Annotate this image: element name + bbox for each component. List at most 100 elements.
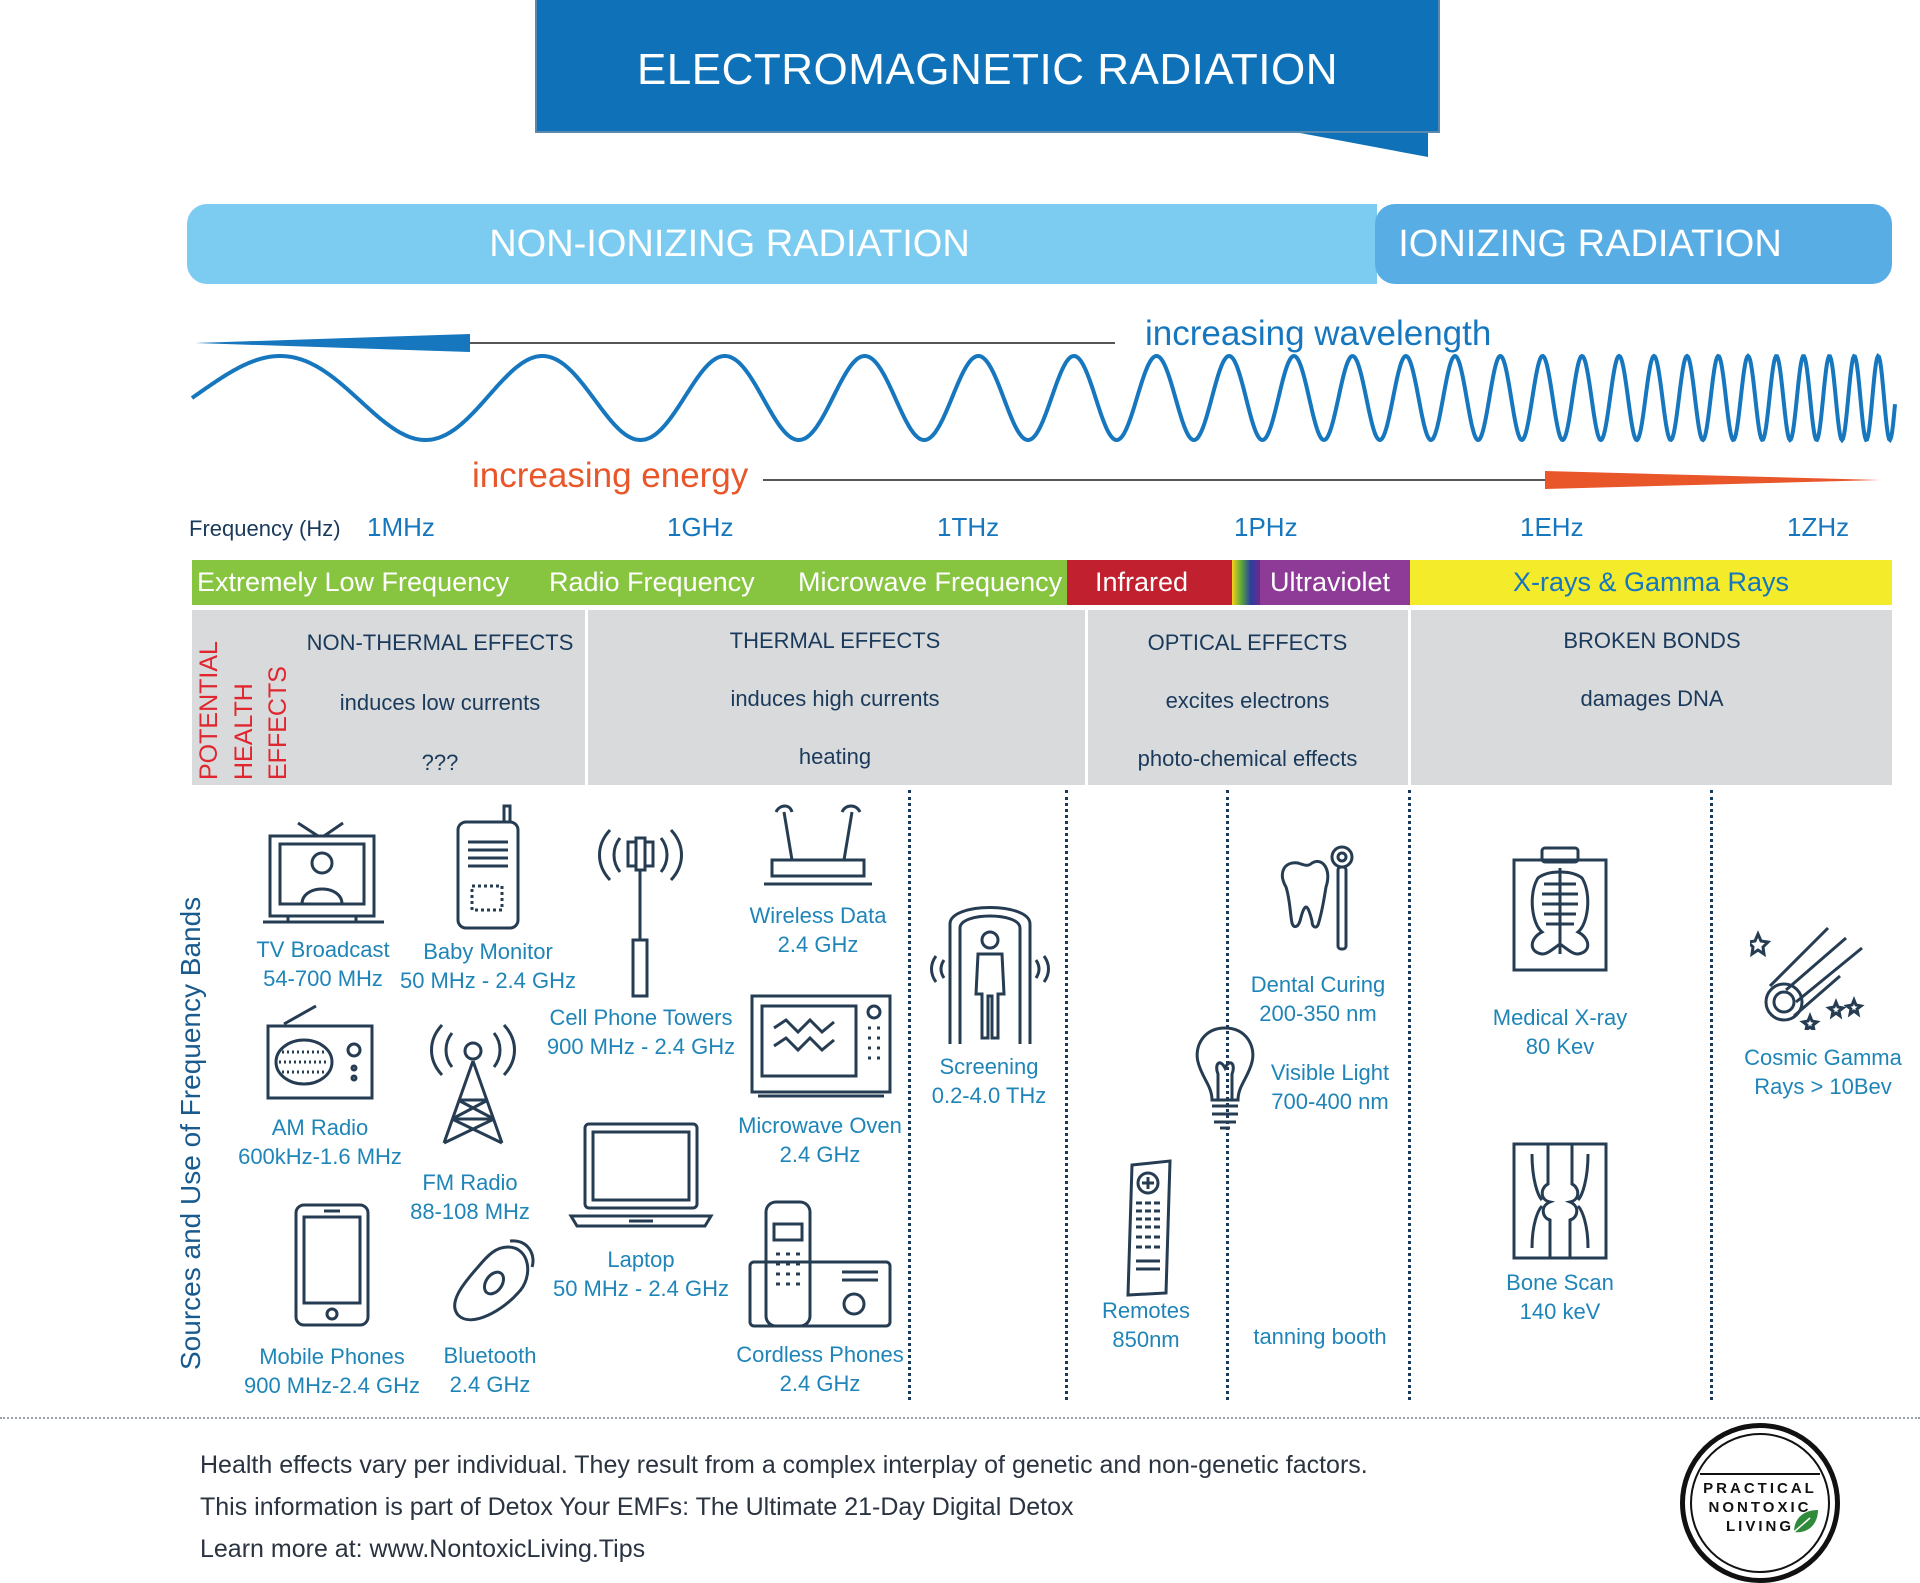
source-name: Visible Light <box>1270 1060 1390 1085</box>
ionizing-label: IONIZING RADIATION <box>1398 223 1782 265</box>
health-label-line-1: POTENTIAL <box>195 641 223 780</box>
source-range: 54-700 MHz <box>263 966 383 991</box>
effect-line: damages DNA <box>1580 686 1724 711</box>
dental-tooth-icon <box>1281 845 1354 951</box>
source-name: Mobile Phones <box>259 1344 405 1369</box>
effect-line: excites electrons <box>1165 688 1330 713</box>
source-name: Bone Scan <box>1506 1270 1614 1295</box>
cosmic-gamma-icon <box>1750 926 1865 1030</box>
medical-xray-icon <box>1512 846 1608 972</box>
effect-line: ??? <box>421 750 459 775</box>
effect-heading-optical: OPTICAL EFFECTS <box>1147 630 1348 655</box>
source-range: 900 MHz - 2.4 GHz <box>546 1034 736 1059</box>
source-remotes: Remotes 850nm <box>1086 1296 1206 1354</box>
source-cosmic-gamma: Cosmic Gamma Rays > 10Bev <box>1730 1043 1916 1101</box>
tv-icon <box>263 821 384 924</box>
source-name: Cordless Phones <box>736 1342 904 1367</box>
dotted-divider <box>1710 790 1713 1400</box>
microwave-icon <box>750 994 892 1098</box>
footer-line-1: Health effects vary per individual. They… <box>200 1451 1368 1479</box>
health-label: POTENTIAL HEALTH EFFECTS <box>195 641 292 780</box>
light-bulb-icon <box>1195 1026 1255 1130</box>
bone-scan-icon <box>1512 1142 1608 1260</box>
mobile-phone-icon <box>294 1203 370 1327</box>
source-medical-xray: Medical X-ray 80 Kev <box>1480 1003 1640 1061</box>
dotted-divider <box>1065 790 1068 1400</box>
effect-heading-nonthermal: NON-THERMAL EFFECTS <box>306 630 574 655</box>
source-name: Laptop <box>607 1247 675 1272</box>
wave-line <box>190 352 1897 444</box>
source-range: 0.2-4.0 THz <box>931 1083 1047 1108</box>
title-banner <box>535 0 1440 133</box>
logo-text-line-3: LIVING <box>1725 1518 1794 1535</box>
source-name: tanning booth <box>1253 1324 1387 1349</box>
effect-line: heating <box>798 744 872 769</box>
source-name: Wireless Data <box>749 903 887 928</box>
health-label-line-3: EFFECTS <box>264 666 292 780</box>
band-mw-label: Microwave Frequency <box>798 567 1063 597</box>
source-wireless-data: Wireless Data 2.4 GHz <box>738 901 898 959</box>
band-xray-gamma: X-rays & Gamma Rays <box>1410 560 1892 605</box>
ionizing-bar <box>1375 204 1892 284</box>
footer-separator <box>0 1417 1920 1419</box>
source-name: Cosmic Gamma <box>1744 1045 1902 1070</box>
dotted-divider <box>908 790 911 1400</box>
cordless-phone-icon <box>748 1200 892 1328</box>
effect-line: induces high currents <box>730 686 940 711</box>
source-name: TV Broadcast <box>256 937 390 962</box>
title-banner-tail <box>1300 133 1428 157</box>
non-ionizing-label: NON-IONIZING RADIATION <box>489 223 970 265</box>
source-microwave-oven: Microwave Oven 2.4 GHz <box>728 1111 912 1169</box>
source-range: 50 MHz - 2.4 GHz <box>552 1276 730 1301</box>
dotted-divider <box>1226 790 1229 1400</box>
source-fm-radio: FM Radio 88-108 MHz <box>395 1168 545 1226</box>
wave-diagram <box>190 334 1897 489</box>
bluetooth-earpiece-icon <box>453 1239 535 1322</box>
source-name: Screening <box>939 1054 1039 1079</box>
source-name: Medical X-ray <box>1492 1005 1628 1030</box>
cell-tower-icon <box>598 828 683 998</box>
logo-rule <box>1700 1473 1820 1475</box>
freq-tick-1phz: 1PHz <box>1234 512 1298 542</box>
baby-monitor-icon <box>456 804 520 930</box>
health-label-line-2: HEALTH <box>230 683 258 780</box>
remote-control-icon <box>1126 1159 1172 1297</box>
frequency-title: Frequency (Hz) <box>189 516 341 541</box>
energy-label: increasing energy <box>472 456 749 495</box>
band-rf-label: Radio Frequency <box>549 567 755 597</box>
source-range: 600kHz-1.6 MHz <box>238 1144 402 1169</box>
source-name: Microwave Oven <box>738 1113 902 1138</box>
logo <box>1680 1423 1840 1583</box>
source-range: 80 Kev <box>1525 1034 1595 1059</box>
source-baby-monitor: Baby Monitor 50 MHz - 2.4 GHz <box>398 937 578 995</box>
source-range: 140 keV <box>1519 1299 1601 1324</box>
effects-divider <box>1408 610 1411 785</box>
source-tv: TV Broadcast 54-700 MHz <box>243 935 403 993</box>
am-radio-icon <box>266 1004 374 1100</box>
logo-text-line-2: NONTOXIC <box>1708 1499 1812 1516</box>
source-range: 700-400 nm <box>1271 1089 1389 1114</box>
dotted-divider <box>1408 790 1411 1400</box>
freq-tick-1thz: 1THz <box>937 512 1000 542</box>
source-bone-scan: Bone Scan 140 keV <box>1480 1268 1640 1326</box>
source-cordless-phones: Cordless Phones 2.4 GHz <box>728 1340 912 1398</box>
sources-label: Sources and Use of Frequency Bands <box>175 896 206 1370</box>
source-range: 900 MHz-2.4 GHz <box>243 1373 421 1398</box>
freq-tick-1ehz: 1EHz <box>1520 512 1584 542</box>
source-range: 2.4 GHz <box>449 1372 531 1397</box>
source-name: FM Radio <box>422 1170 518 1195</box>
source-mobile-phones: Mobile Phones 900 MHz-2.4 GHz <box>232 1342 432 1400</box>
source-dental-curing: Dental Curing 200-350 nm <box>1236 970 1400 1028</box>
source-name: Bluetooth <box>443 1343 537 1368</box>
source-screening: Screening 0.2-4.0 THz <box>920 1052 1058 1110</box>
source-range: 50 MHz - 2.4 GHz <box>399 968 577 993</box>
source-am-radio: AM Radio 600kHz-1.6 MHz <box>228 1113 412 1171</box>
fm-tower-icon <box>430 1023 516 1145</box>
health-effects-panel <box>192 610 1892 785</box>
body-scanner-icon <box>930 906 1050 1044</box>
source-range: 2.4 GHz <box>779 1142 861 1167</box>
effect-heading-broken-bonds: BROKEN BONDS <box>1563 628 1741 653</box>
footer-line-2: This information is part of Detox Your E… <box>200 1493 1074 1521</box>
band-visible <box>1232 560 1260 605</box>
footer-line-3: Learn more at: www.NontoxicLiving.Tips <box>200 1535 646 1563</box>
